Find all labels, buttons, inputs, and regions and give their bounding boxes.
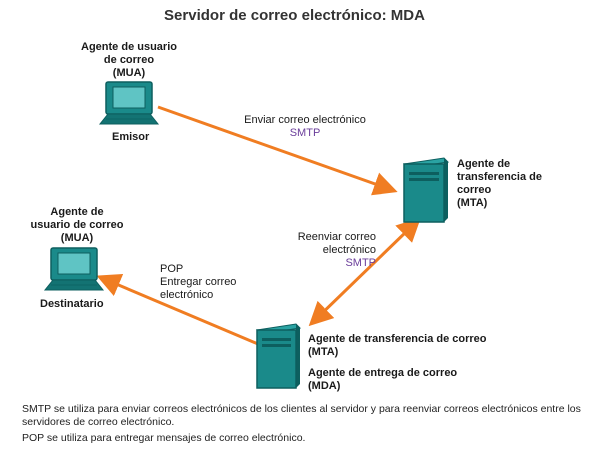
sender-caption: Emisor (112, 131, 150, 143)
receiver-label-line: (MUA) (60, 232, 94, 244)
receiver-caption: Destinatario (40, 298, 104, 310)
mda-server-icon (255, 323, 302, 389)
relay-protocol: SMTP (345, 257, 376, 269)
mta-bottom-label-line: Agente de transferencia de correo (308, 333, 487, 345)
deliver-protocol: POP (160, 263, 184, 275)
relay-label-line: Reenviar correo (297, 231, 376, 243)
receiver-label-line: usuario de correo (30, 219, 124, 231)
sender-label-line: de correo (103, 54, 155, 66)
sender-label-line: (MUA) (112, 67, 146, 79)
sender-label-line: Agente de usuario (81, 41, 177, 53)
mta-top-label: Agente de transferencia de correo (MTA) (457, 158, 542, 210)
mta-top-label-line: (MTA) (457, 197, 488, 209)
smtp-note: SMTP se utiliza para enviar correos elec… (22, 403, 581, 428)
receiver-label-line: Agente de (50, 206, 104, 218)
send-protocol: SMTP (289, 127, 321, 139)
diagram-title: Servidor de correo electrónico: MDA (164, 7, 425, 24)
sender-label: Agente de usuario de correo (MUA) (72, 41, 186, 80)
deliver-label-line: electrónico (160, 289, 214, 301)
deliver-label-line: Entregar correo (160, 276, 237, 288)
sender-computer-icon (98, 81, 160, 125)
send-label-text: Enviar correo electrónico (244, 114, 366, 126)
mta-bottom-label-line: (MTA) (308, 346, 339, 358)
mta-top-label-line: transferencia de (457, 171, 542, 183)
relay-label-line: electrónico (322, 244, 376, 256)
mta-top-label-line: Agente de (457, 158, 511, 170)
deliver-arrow (96, 273, 259, 346)
mda-label-line: (MDA) (308, 380, 341, 392)
mta-server-icon (402, 157, 450, 223)
send-edge-label: Enviar correo electrónico SMTP (225, 114, 385, 140)
deliver-edge-label: POP Entregar correo electrónico (160, 263, 236, 302)
pop-note: POP se utiliza para entregar mensajes de… (22, 432, 306, 444)
relay-arrow (308, 217, 421, 327)
send-arrow (157, 105, 398, 196)
mta-bottom-label: Agente de transferencia de correo (MTA) (308, 333, 487, 359)
mta-top-label-line: correo (457, 184, 492, 196)
mda-label-line: Agente de entrega de correo (308, 367, 458, 379)
relay-edge-label: Reenviar correo electrónico SMTP (290, 231, 376, 270)
receiver-computer-icon (43, 247, 105, 291)
mda-label: Agente de entrega de correo (MDA) (308, 367, 457, 393)
receiver-label: Agente de usuario de correo (MUA) (20, 206, 134, 245)
